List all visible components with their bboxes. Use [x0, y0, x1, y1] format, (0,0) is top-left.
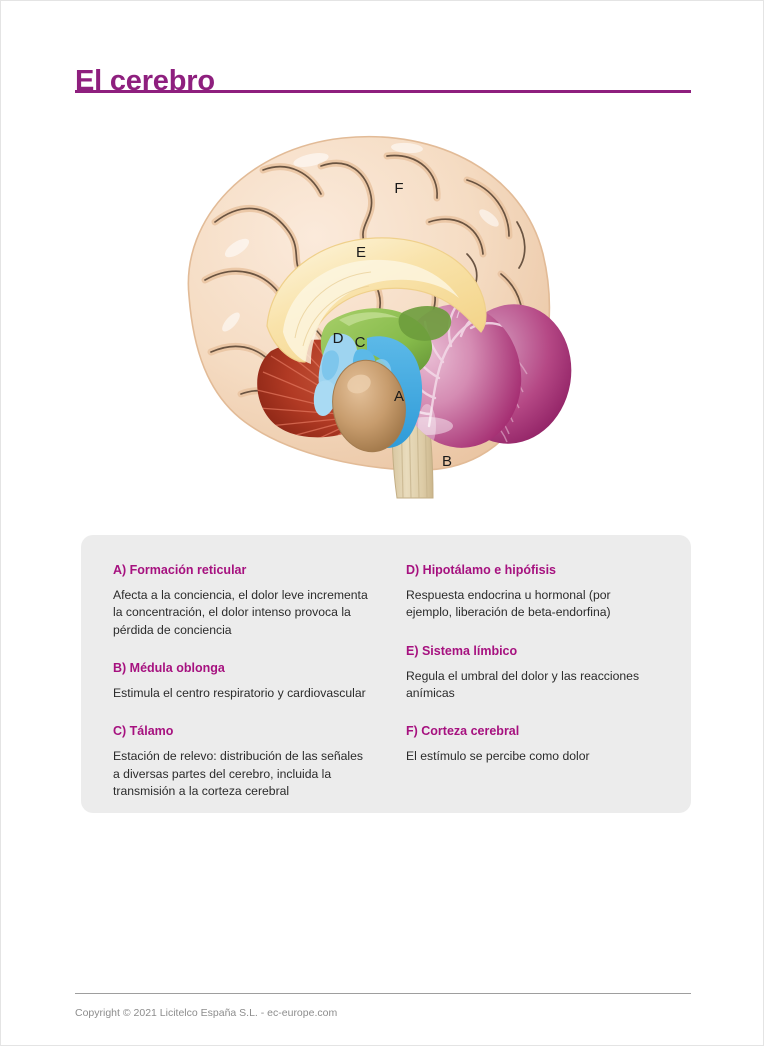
- legend-term-a: A) Formación reticular: [113, 563, 247, 577]
- legend-entry-e: E) Sistema límbico Regula el umbral del …: [406, 644, 659, 703]
- legend-entry-a: A) Formación reticular Afecta a la conci…: [113, 563, 386, 639]
- legend-desc-b: Estimula el centro respiratorio y cardio…: [113, 685, 366, 700]
- brain-diagram: F E C D A B: [171, 126, 601, 506]
- label-e: E: [356, 244, 366, 261]
- legend-desc-c: Estación de relevo: distribución de las …: [113, 749, 363, 798]
- legend-column-left: A) Formación reticular Afecta a la conci…: [113, 563, 386, 800]
- label-d: D: [333, 330, 344, 347]
- legend-entry-c: C) Tálamo Estación de relevo: distribuci…: [113, 724, 386, 800]
- title-divider: [75, 90, 691, 93]
- footer-copyright: Copyright © 2021 Licitelco España S.L. -…: [75, 1007, 338, 1019]
- legend-term-b: B) Médula oblonga: [113, 660, 225, 675]
- legend-entry-d: D) Hipotálamo e hipófisis Respuesta endo…: [406, 563, 659, 622]
- legend-entry-b: B) Médula oblonga Estimula el centro res…: [113, 661, 386, 702]
- legend-term-d: D) Hipotálamo e hipófisis: [406, 563, 557, 577]
- page-title: El cerebro: [75, 65, 215, 98]
- legend-column-right: D) Hipotálamo e hipófisis Respuesta endo…: [386, 563, 659, 800]
- legend-panel: A) Formación reticular Afecta a la conci…: [81, 535, 691, 813]
- diagram-letter-labels: F E C D A B: [333, 180, 452, 470]
- label-c: C: [355, 334, 366, 351]
- label-a: A: [394, 388, 404, 405]
- legend-term-c: C) Tálamo: [113, 724, 174, 739]
- footer-divider: [75, 993, 691, 994]
- pons-shape: [332, 359, 406, 453]
- legend-desc-a: Afecta a la conciencia, el dolor leve in…: [113, 588, 368, 637]
- legend-desc-d: Respuesta endocrina u hormonal (por ejem…: [406, 588, 611, 620]
- corpus-callosum-limbic-shape: [266, 237, 487, 364]
- legend-term-e: E) Sistema límbico: [406, 643, 518, 658]
- legend-term-f: F) Corteza cerebral: [406, 724, 520, 739]
- legend-entry-f: F) Corteza cerebral El estímulo se perci…: [406, 724, 659, 765]
- label-f: F: [394, 180, 403, 197]
- legend-desc-f: El estímulo se percibe como dolor: [406, 749, 590, 764]
- legend-desc-e: Regula el umbral del dolor y las reaccio…: [406, 668, 640, 700]
- label-b: B: [442, 453, 452, 470]
